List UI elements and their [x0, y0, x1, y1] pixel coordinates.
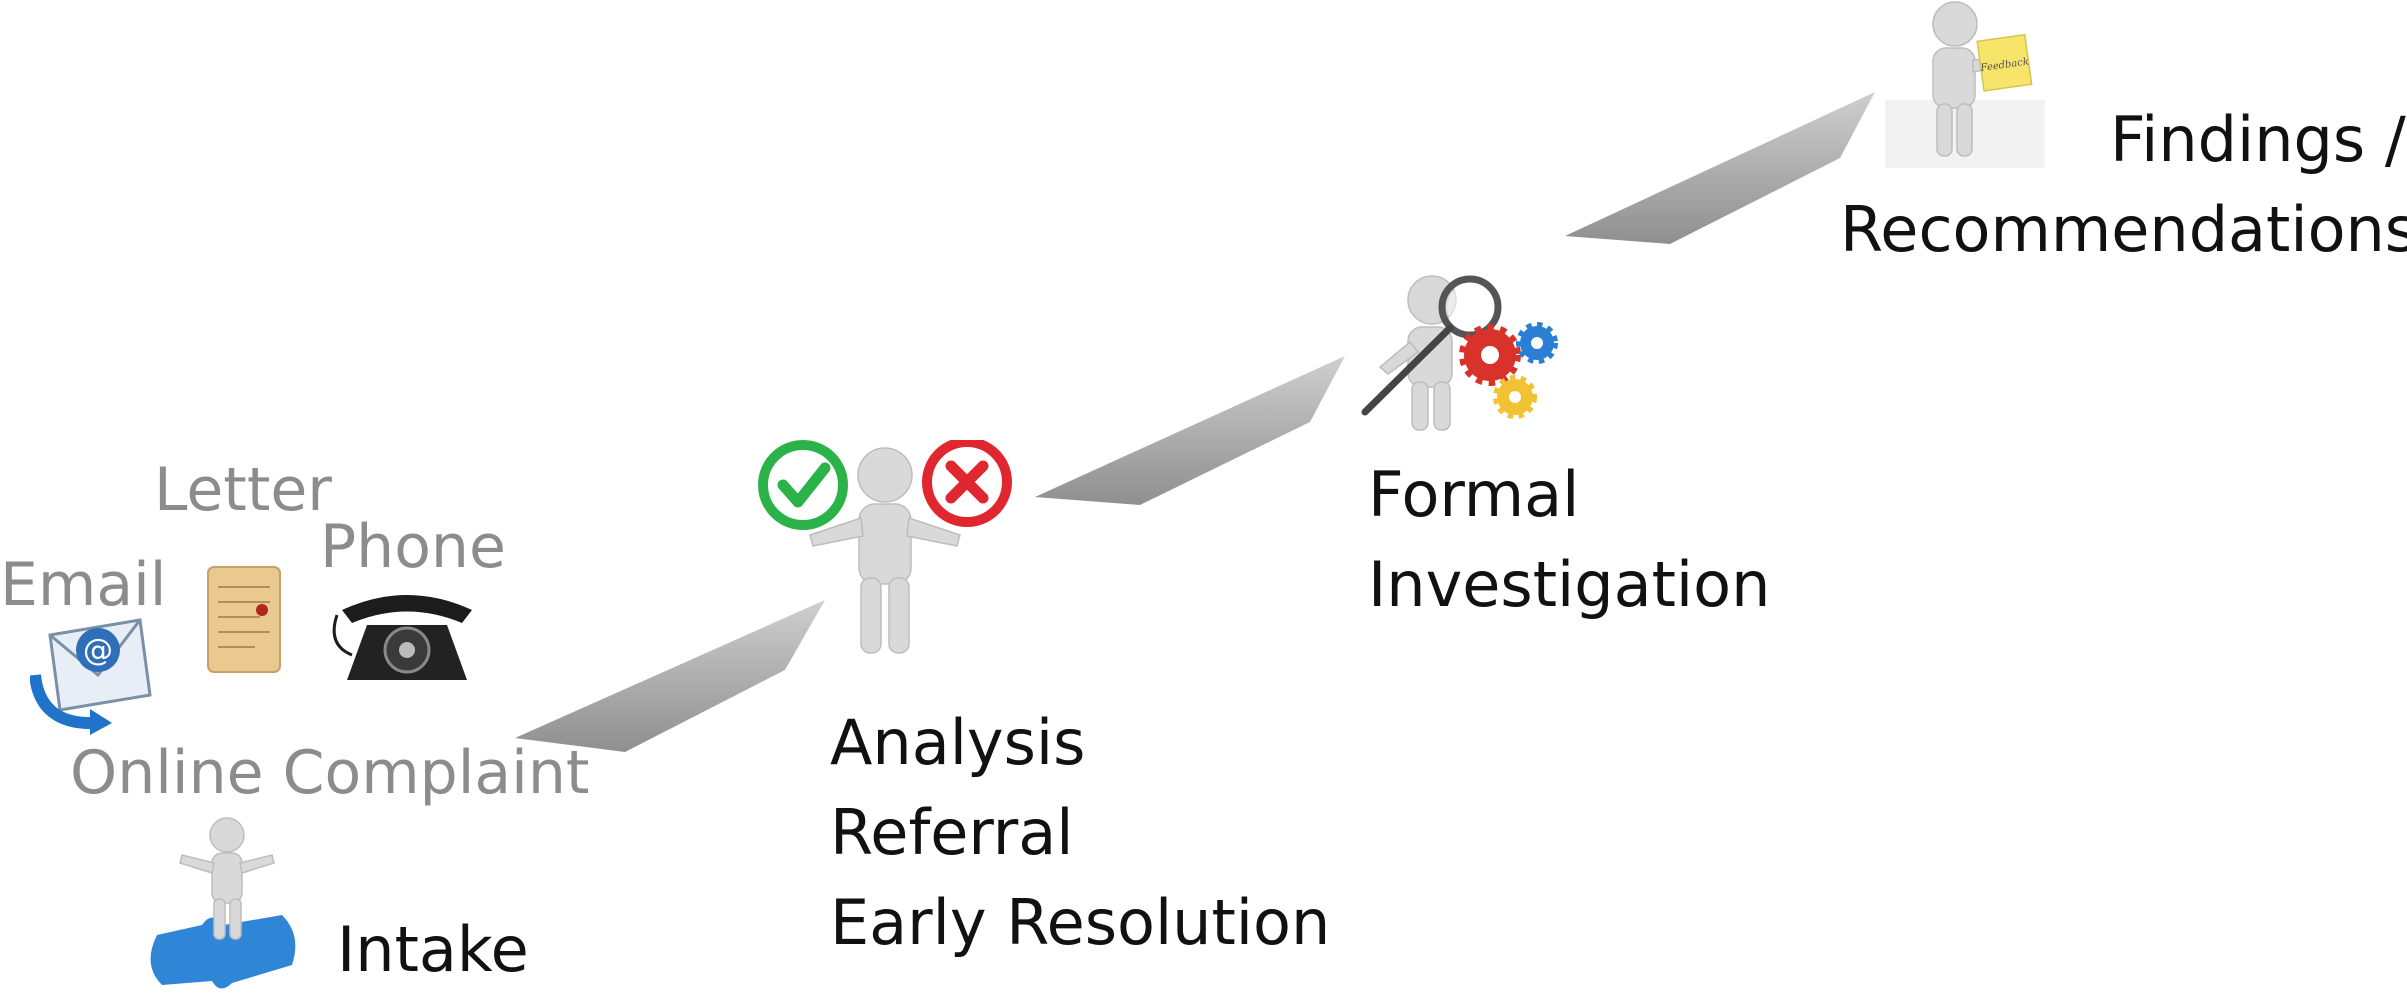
stage-label-investigation: Investigation — [1368, 548, 1771, 621]
gears-icon — [1459, 322, 1558, 419]
check-icon — [758, 440, 848, 530]
person-magnifier-icon — [1361, 275, 1502, 431]
person-on-puzzle-icon — [150, 817, 296, 989]
ramp-1 — [515, 600, 825, 752]
rotary-phone-icon — [332, 595, 472, 680]
stage-label-referral: Referral — [830, 796, 1074, 869]
stage-label-early-resolution: Early Resolution — [830, 886, 1331, 959]
channel-label-email: Email — [0, 550, 167, 620]
channel-label-letter: Letter — [154, 455, 332, 525]
cross-icon — [922, 440, 1012, 527]
gear-blue — [1516, 322, 1558, 364]
gear-yellow — [1493, 375, 1537, 419]
ramp-3 — [1565, 92, 1875, 244]
stage-label-analysis: Analysis — [830, 706, 1086, 779]
ramp-2 — [1035, 356, 1345, 505]
channel-label-phone: Phone — [320, 512, 506, 582]
person-check-cross-icon — [758, 440, 1012, 654]
stage-label-intake: Intake — [337, 913, 529, 986]
stage-label-findings: Findings / — [2110, 103, 2406, 176]
letter-scroll-icon — [207, 566, 281, 673]
svg-text:@: @ — [83, 633, 113, 668]
sticky-note: Feedback — [1976, 33, 2033, 92]
channel-label-online: Online Complaint — [70, 738, 590, 808]
gear-red — [1459, 324, 1521, 386]
email-envelope-icon: @ — [30, 618, 152, 735]
stage-label-formal: Formal — [1368, 458, 1580, 531]
person-feedback-note-icon: Feedback — [1885, 1, 2045, 168]
stage-label-recommendations: Recommendations — [1840, 193, 2407, 266]
